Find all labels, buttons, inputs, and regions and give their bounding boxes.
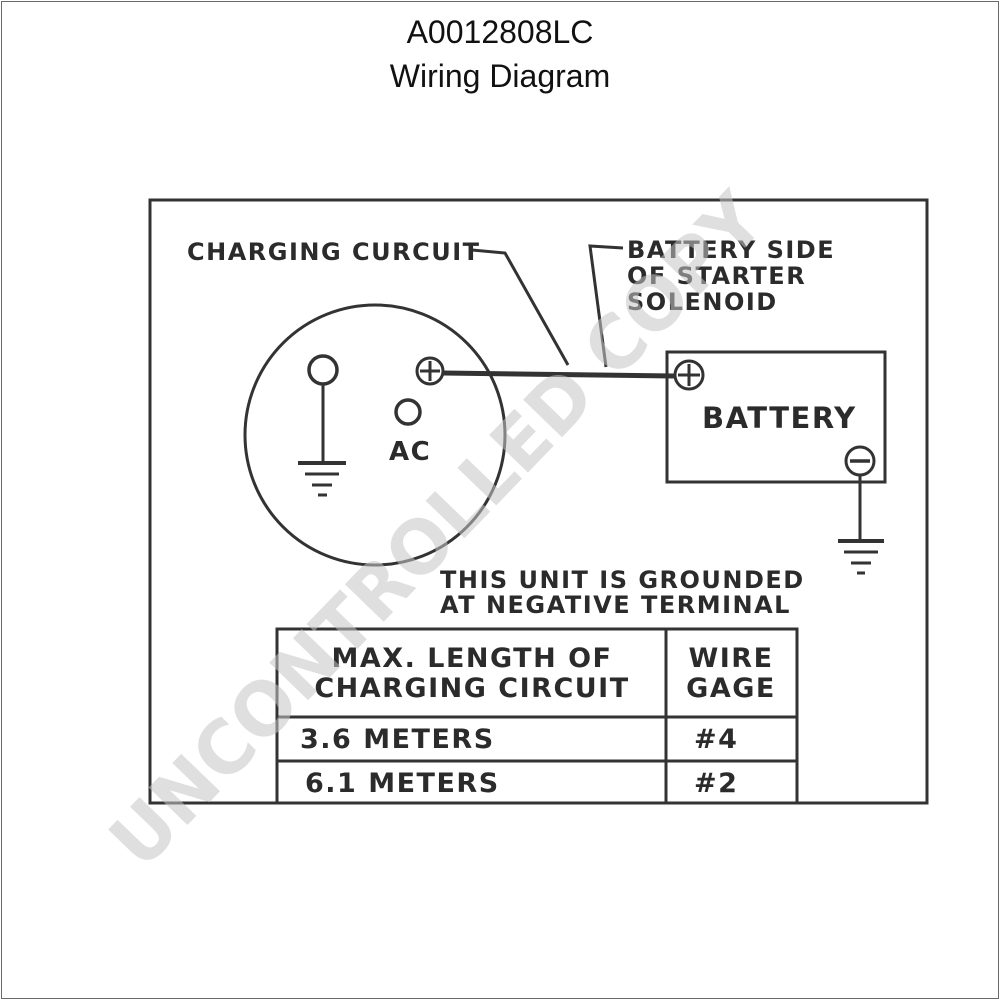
table-cell-length: 6.1 METERS [305, 768, 500, 799]
charging-circuit-leader [471, 248, 570, 366]
battery-label: BATTERY [702, 401, 857, 435]
battery-side-label-line-1: BATTERY SIDE [627, 236, 835, 264]
alternator-ground-terminal [307, 354, 339, 462]
alternator-ground-symbol-icon [298, 461, 346, 497]
ground-note-line-2: AT NEGATIVE TERMINAL [440, 591, 791, 619]
table-row: 6.1 METERS #2 [305, 768, 738, 799]
table-cell-gage: #4 [694, 724, 738, 755]
battery-positive-terminal-icon [673, 359, 705, 391]
document-subtitle: Wiring Diagram [389, 58, 611, 94]
table-cell-length: 3.6 METERS [300, 724, 495, 755]
ground-note-line-1: THIS UNIT IS GROUNDED [440, 566, 805, 594]
battery-side-label-line-2: OF STARTER [627, 262, 806, 290]
battery-ground-symbol-icon [838, 539, 884, 575]
table-row: 3.6 METERS #4 [300, 724, 738, 755]
alternator-circle [243, 303, 507, 567]
battery-side-label-line-3: SOLENOID [627, 288, 778, 316]
table-header-length-line-2: CHARGING CIRCUIT [314, 673, 629, 704]
battery-negative-terminal-icon [844, 445, 876, 477]
charging-wire [442, 370, 675, 379]
ac-terminal [394, 398, 422, 426]
table-header-gage-line-1: WIRE [688, 643, 773, 674]
ac-label: AC [389, 437, 431, 467]
battery-box [665, 350, 887, 484]
alternator-positive-terminal-icon [415, 356, 445, 386]
table-header-gage-line-2: GAGE [686, 673, 776, 704]
battery-side-leader [588, 244, 624, 368]
table-cell-gage: #2 [694, 768, 738, 799]
table-header-length-line-1: MAX. LENGTH OF [332, 643, 613, 674]
charging-circuit-label: CHARGING CURCUIT [187, 238, 481, 266]
document-number: A0012808LC [406, 14, 594, 50]
wire-gage-table: MAX. LENGTH OF CHARGING CIRCUIT WIRE GAG… [275, 627, 799, 805]
